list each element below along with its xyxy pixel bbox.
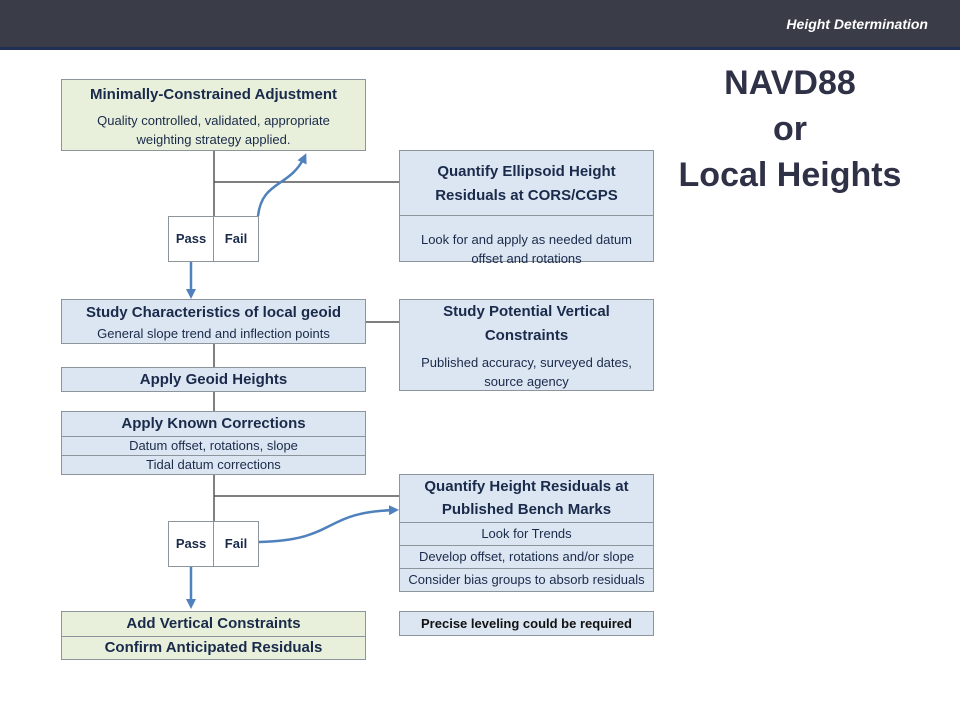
heading-line-3: Local Heights	[678, 156, 902, 194]
fail-label-1: Fail	[224, 231, 248, 246]
study-vertical-line-2: source agency	[484, 374, 569, 389]
fail-arrow-1	[256, 153, 307, 217]
quantify-bench-title-2: Published Bench Marks	[441, 501, 612, 518]
study-vertical-title-2: Constraints	[484, 327, 569, 344]
min-adjustment-box: Minimally-Constrained Adjustment Quality…	[61, 79, 366, 151]
min-adjustment-line-1: Quality controlled, validated, appropria…	[97, 113, 330, 128]
study-geoid-title: Study Characteristics of local geoid	[85, 304, 342, 321]
quantify-ellipsoid-title-2: Residuals at CORS/CGPS	[435, 187, 618, 204]
pass-box-2: Pass	[168, 521, 214, 567]
fail-label-2: Fail	[224, 536, 248, 551]
quantify-bench-row-3: Consider bias groups to absorb residuals	[408, 572, 645, 587]
apply-known-box: Apply Known Corrections Datum offset, ro…	[61, 411, 366, 475]
box-divider	[400, 215, 653, 216]
precise-leveling-box: Precise leveling could be required	[399, 611, 654, 636]
quantify-ellipsoid-line-1: Look for and apply as needed datum	[420, 232, 633, 247]
header-title: Height Determination	[786, 16, 928, 32]
box-divider	[62, 455, 365, 456]
pass-label-2: Pass	[175, 536, 207, 551]
min-adjustment-line-2: weighting strategy applied.	[136, 132, 291, 147]
quantify-bench-row-1: Look for Trends	[481, 526, 572, 541]
pass-box-1: Pass	[168, 216, 214, 262]
apply-known-title: Apply Known Corrections	[121, 415, 306, 432]
box-divider	[400, 568, 653, 569]
quantify-ellipsoid-title-1: Quantify Ellipsoid Height	[437, 163, 616, 180]
add-vertical-row-2: Confirm Anticipated Residuals	[104, 639, 323, 656]
header-bar: Height Determination	[0, 0, 960, 50]
pass-label-1: Pass	[175, 231, 207, 246]
study-vertical-box: Study Potential Vertical Constraints Pub…	[399, 299, 654, 391]
study-geoid-box: Study Characteristics of local geoid Gen…	[61, 299, 366, 344]
apply-geoid-title: Apply Geoid Heights	[139, 371, 288, 388]
study-vertical-title-1: Study Potential Vertical	[443, 303, 610, 320]
quantify-bench-title-1: Quantify Height Residuals at	[424, 478, 629, 495]
study-geoid-subtitle: General slope trend and inflection point…	[97, 326, 330, 341]
fail-box-2: Fail	[213, 521, 259, 567]
fail-box-1: Fail	[213, 216, 259, 262]
quantify-bench-row-2: Develop offset, rotations and/or slope	[418, 549, 635, 564]
quantify-ellipsoid-box: Quantify Ellipsoid Height Residuals at C…	[399, 150, 654, 266]
heading-line-1: NAVD88	[724, 64, 856, 102]
precise-leveling-title: Precise leveling could be required	[421, 616, 632, 631]
box-divider	[62, 436, 365, 437]
min-adjustment-title: Minimally-Constrained Adjustment	[90, 86, 337, 103]
apply-geoid-box: Apply Geoid Heights	[61, 367, 366, 392]
box-divider	[62, 636, 365, 637]
quantify-ellipsoid-line-2: offset and rotations	[471, 251, 582, 266]
study-vertical-line-1: Published accuracy, surveyed dates,	[421, 355, 632, 370]
heading-line-2: or	[773, 110, 807, 148]
box-divider	[400, 545, 653, 546]
fail-arrow-2	[258, 505, 399, 544]
apply-known-row-2: Tidal datum corrections	[146, 457, 281, 472]
add-vertical-box: Add Vertical Constraints Confirm Anticip…	[61, 611, 366, 660]
add-vertical-row-1: Add Vertical Constraints	[126, 615, 301, 632]
apply-known-row-1: Datum offset, rotations, slope	[129, 438, 298, 453]
box-divider	[400, 522, 653, 523]
quantify-bench-box: Quantify Height Residuals at Published B…	[399, 474, 654, 592]
